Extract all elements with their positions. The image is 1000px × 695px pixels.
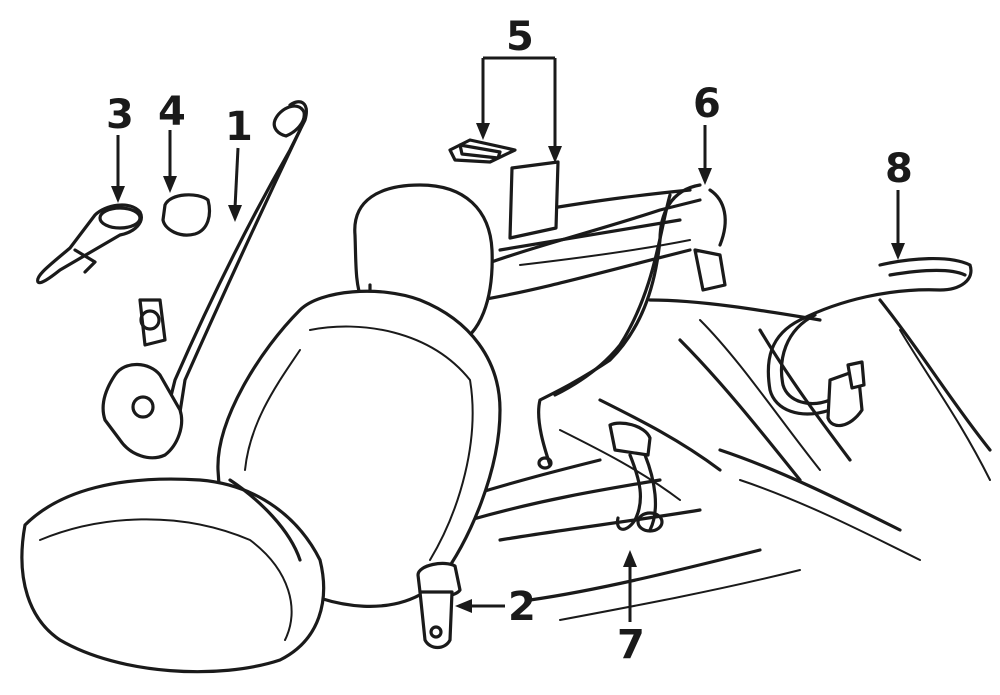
part-4-cap	[161, 193, 212, 237]
part-5-clips	[448, 138, 560, 240]
seat-cushion	[20, 477, 326, 674]
arrowhead-5a	[476, 123, 490, 140]
arrowhead-1	[228, 205, 242, 222]
callout-8: 8	[885, 146, 913, 192]
arrowhead-8	[891, 243, 905, 260]
part-8-rear-outboard-belt	[766, 257, 973, 428]
arrowhead-3	[111, 186, 125, 203]
arrowhead-4	[163, 176, 177, 193]
callout-7: 7	[617, 622, 645, 668]
part-6-rear-belt	[537, 183, 727, 470]
part-3-bracket-cover	[36, 203, 143, 285]
leader-lines	[111, 56, 905, 622]
part-7-center-buckle	[608, 421, 664, 533]
callout-labels: 1 2 3 4 5 6 7 8	[106, 14, 913, 668]
front-seat	[20, 183, 502, 674]
callout-2: 2	[508, 584, 536, 630]
callout-4: 4	[158, 89, 186, 135]
arrowhead-5b	[548, 146, 562, 163]
arrowhead-2	[455, 599, 472, 613]
callout-6: 6	[693, 81, 721, 127]
callout-3: 3	[106, 92, 134, 138]
arrowhead-6	[698, 168, 712, 185]
leader-1	[233, 147, 240, 209]
callout-1: 1	[225, 104, 253, 150]
callout-5: 5	[506, 14, 534, 60]
arrowhead-7	[623, 550, 637, 567]
part-1-shoulder-belt-retractor	[101, 100, 308, 460]
part-2-buckle	[416, 561, 462, 650]
vehicle-floor-outline	[453, 188, 992, 621]
retractor-housing	[101, 362, 184, 460]
